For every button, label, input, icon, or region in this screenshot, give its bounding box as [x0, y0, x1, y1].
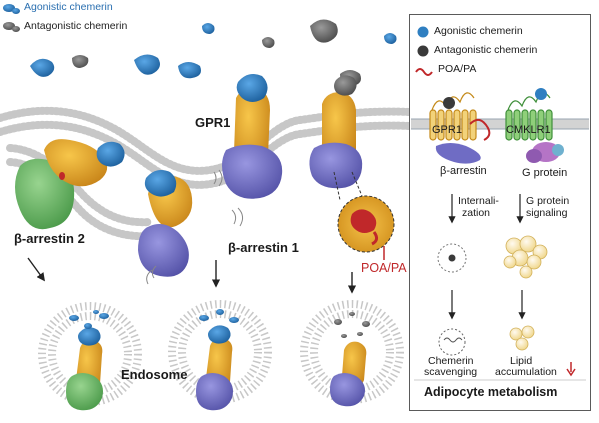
panel-gpr1-label: GPR1: [432, 124, 462, 136]
panel-lipid-label-2: accumulation: [495, 366, 557, 378]
panel-scavenging-label-2: scavenging: [424, 366, 478, 378]
legend-antagonist-icon: [3, 22, 20, 32]
complex-barrestin2: [15, 139, 125, 230]
barrestin1-label: β-arrestin 1: [228, 240, 299, 255]
complex-barrestin1: [138, 169, 244, 285]
complex-gpr1-antagonist: [309, 75, 363, 201]
legend-antagonist-label: Antagonistic chemerin: [24, 20, 128, 32]
arrow-left-down: [27, 257, 45, 282]
panel-gprotein-label: G protein: [522, 167, 568, 179]
signaling-scene: [0, 4, 410, 411]
panel-gprotein-signaling-label-2: signaling: [526, 207, 568, 219]
panel-agonist-label: Agonistic chemerin: [434, 25, 523, 37]
endosome-label: Endosome: [121, 367, 188, 382]
panel-cmklr1-label: CMKLR1: [506, 124, 551, 136]
panel-internalization-label-1: Internali-: [458, 195, 499, 207]
poa-pa-label: POA/PA: [361, 261, 407, 275]
poa-zoom-inset: [337, 195, 395, 260]
endosome-right: [300, 300, 404, 407]
panel-internalization-label-2: zation: [462, 207, 491, 219]
complex-gpr1: [222, 74, 283, 199]
panel-poa-label: POA/PA: [438, 63, 477, 75]
panel-gprotein-signaling-label-1: G protein: [526, 195, 570, 207]
panel-scavenging-label-1: Chemerin: [428, 355, 474, 367]
panel-barrestin-label: β-arrestin: [440, 165, 487, 177]
panel-antagonist-label: Antagonistic chemerin: [434, 44, 538, 56]
panel-lipid-label-1: Lipid: [510, 355, 533, 367]
endosome-middle: [168, 300, 272, 411]
endosome-left: [38, 302, 142, 411]
barrestin2-label: β-arrestin 2: [14, 231, 85, 246]
legend-agonist-label: Agonistic chemerin: [24, 1, 113, 13]
panel-footer-title: Adipocyte metabolism: [424, 385, 558, 399]
legend-agonist-icon: [3, 4, 20, 14]
gpr1-label: GPR1: [195, 115, 231, 130]
